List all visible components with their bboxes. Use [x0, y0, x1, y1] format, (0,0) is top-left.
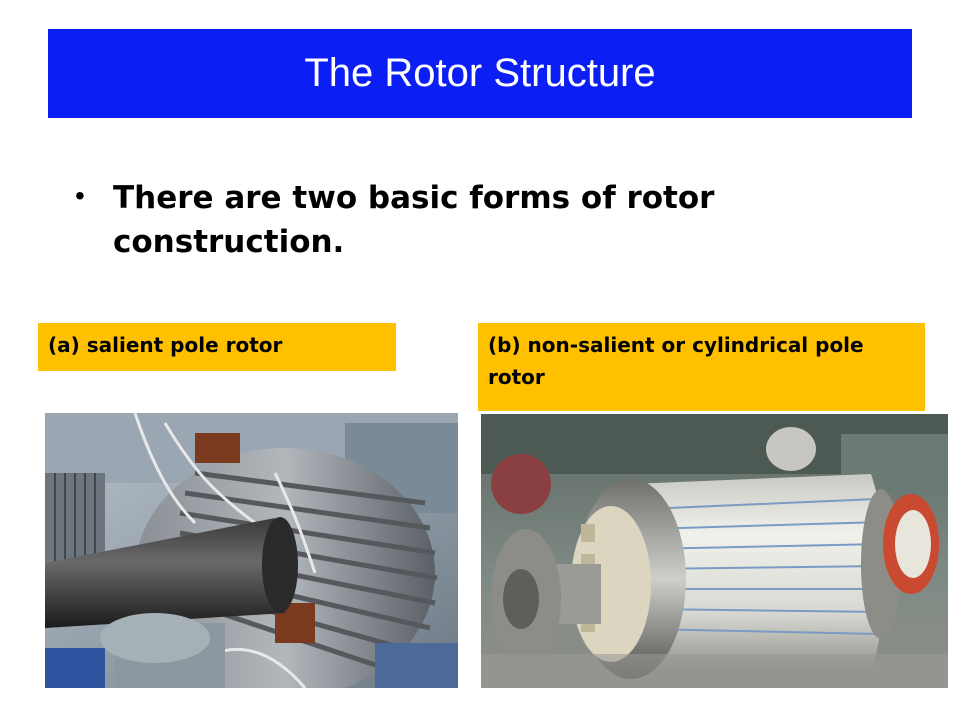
page-title: The Rotor Structure — [304, 51, 656, 95]
bullet-marker: • — [75, 180, 85, 211]
bullet-item: There are two basic forms of rotor const… — [113, 180, 715, 260]
title-bar: The Rotor Structure — [48, 29, 912, 118]
caption-salient-pole: (a) salient pole rotor — [38, 323, 396, 371]
salient-pole-rotor-image — [45, 413, 458, 688]
cylindrical-pole-rotor-image — [481, 414, 948, 688]
caption-cylindrical-pole: (b) non-salient or cylindrical pole roto… — [478, 323, 925, 411]
